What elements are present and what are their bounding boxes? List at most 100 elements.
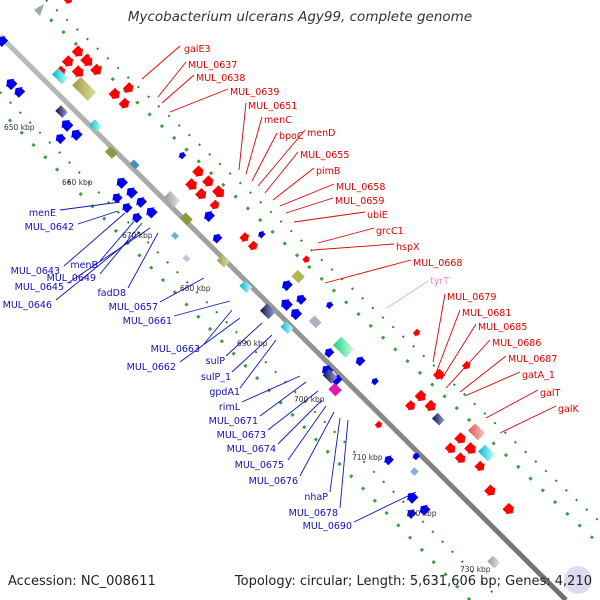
forward-cds[interactable] xyxy=(405,400,416,411)
gene-label[interactable]: MUL_0679 xyxy=(447,292,496,303)
forward-cds[interactable] xyxy=(414,389,426,402)
gene-label[interactable]: gpdA1 xyxy=(209,387,240,398)
forward-cds[interactable] xyxy=(454,452,466,463)
forward-cds[interactable] xyxy=(108,87,120,100)
reverse-cds[interactable] xyxy=(116,177,128,189)
gene-label[interactable]: hspX xyxy=(396,242,420,253)
gene-label[interactable]: MUL_0674 xyxy=(227,444,276,455)
gene-label[interactable]: ubiE xyxy=(367,210,388,221)
gene-label[interactable]: rimL xyxy=(219,402,241,413)
gene-label[interactable]: bpoC xyxy=(279,131,304,142)
gene-label[interactable]: MUL_0646 xyxy=(3,300,52,311)
gene-label[interactable]: MUL_0642 xyxy=(25,222,74,233)
forward-cds[interactable] xyxy=(122,82,134,93)
forward-cds[interactable] xyxy=(424,399,436,412)
gene-label[interactable]: MUL_0673 xyxy=(217,430,266,441)
reverse-cds[interactable] xyxy=(14,86,26,98)
reverse-cds[interactable] xyxy=(126,187,138,199)
reverse-cds[interactable] xyxy=(136,197,147,208)
gene-label[interactable]: MUL_0671 xyxy=(209,416,258,427)
gene-label[interactable]: menD xyxy=(307,128,335,139)
forward-cds[interactable] xyxy=(209,199,220,210)
gene-label[interactable]: galT xyxy=(540,388,560,399)
gene-label[interactable]: MUL_0675 xyxy=(235,460,284,471)
forward-cds[interactable] xyxy=(302,255,310,263)
reverse-cds[interactable] xyxy=(371,377,379,386)
reverse-cds[interactable] xyxy=(212,233,223,244)
forward-cds[interactable] xyxy=(474,460,485,472)
forward-cds[interactable] xyxy=(412,328,421,337)
reverse-cds[interactable] xyxy=(384,455,394,466)
gene-label[interactable]: MUL_0643 xyxy=(11,266,60,277)
gene-label[interactable]: MUL_0690 xyxy=(303,521,352,532)
forward-cds[interactable] xyxy=(195,188,207,200)
reverse-cds[interactable] xyxy=(412,452,421,461)
reverse-cds[interactable] xyxy=(407,492,419,504)
reverse-cds[interactable] xyxy=(61,120,74,132)
gene-label[interactable]: MUL_0668 xyxy=(413,258,462,269)
forward-cds[interactable] xyxy=(212,185,225,198)
gene-label[interactable]: MUL_0658 xyxy=(336,182,385,193)
reverse-cds[interactable] xyxy=(6,78,18,91)
gene-label[interactable]: tyrT xyxy=(430,276,449,287)
forward-cds[interactable] xyxy=(464,442,476,454)
reverse-cds[interactable] xyxy=(146,207,158,219)
forward-cds[interactable] xyxy=(202,175,214,187)
reverse-cds[interactable] xyxy=(204,211,215,222)
gene-label[interactable]: MUL_0639 xyxy=(230,87,279,98)
gene-label[interactable]: MUL_0687 xyxy=(508,354,557,365)
gene-label[interactable]: sulP xyxy=(206,356,226,367)
gene-label[interactable]: MUL_0663 xyxy=(151,344,200,355)
feature-labels[interactable]: galE3MUL_0637MUL_0638MUL_0639MUL_0651men… xyxy=(3,44,580,532)
reverse-cds[interactable] xyxy=(0,36,9,47)
gene-label[interactable]: MUL_0651 xyxy=(248,101,297,112)
forward-cds[interactable] xyxy=(71,45,84,57)
forward-cds[interactable] xyxy=(433,368,444,380)
reverse-cds[interactable] xyxy=(419,504,431,516)
reverse-cds[interactable] xyxy=(325,301,334,310)
gene-label[interactable]: MUL_0637 xyxy=(188,60,237,71)
gene-label[interactable]: MUL_0685 xyxy=(478,322,527,333)
reverse-cds[interactable] xyxy=(324,348,335,358)
gene-label[interactable]: fadD8 xyxy=(97,288,126,299)
reverse-cds[interactable] xyxy=(290,308,303,321)
gene-label[interactable]: galK xyxy=(558,404,579,415)
gene-label[interactable]: menC xyxy=(264,115,292,126)
reverse-cds[interactable] xyxy=(122,203,133,214)
gene-label[interactable]: galE3 xyxy=(184,44,211,55)
forward-cds[interactable] xyxy=(80,53,93,66)
forward-cds[interactable] xyxy=(484,484,496,496)
reverse-cds[interactable] xyxy=(71,129,83,141)
reverse-cds[interactable] xyxy=(296,294,307,305)
gene-label[interactable]: menE xyxy=(29,208,56,219)
forward-cds[interactable] xyxy=(192,165,204,177)
gene-label[interactable]: MUL_0657 xyxy=(109,302,158,313)
gene-label[interactable]: MUL_0681 xyxy=(462,308,511,319)
gene-label[interactable]: menB xyxy=(70,260,98,271)
gene-label[interactable]: sulP_1 xyxy=(201,372,231,383)
legend-icon[interactable] xyxy=(564,566,592,594)
forward-cds[interactable] xyxy=(61,55,74,67)
forward-cds[interactable] xyxy=(63,0,73,4)
gene-label[interactable]: MUL_0662 xyxy=(127,362,176,373)
forward-cds[interactable] xyxy=(247,240,258,251)
reverse-cds[interactable] xyxy=(406,509,417,519)
gene-label[interactable]: grcC1 xyxy=(376,226,404,237)
forward-cds[interactable] xyxy=(444,442,456,454)
forward-cds[interactable] xyxy=(71,65,84,77)
reverse-cds[interactable] xyxy=(55,133,66,145)
gene-label[interactable]: MUL_0645 xyxy=(15,282,64,293)
reverse-cds[interactable] xyxy=(112,193,123,204)
gene-label[interactable]: nhaP xyxy=(304,492,328,503)
gene-label[interactable]: MUL_0661 xyxy=(123,316,172,327)
gene-label[interactable]: MUL_0649 xyxy=(47,273,96,284)
reverse-cds[interactable] xyxy=(281,280,293,292)
forward-cds[interactable] xyxy=(454,432,466,444)
gene-label[interactable]: MUL_0678 xyxy=(289,508,338,519)
forward-cds[interactable] xyxy=(502,502,514,515)
forward-cds[interactable] xyxy=(239,232,250,242)
reverse-cds[interactable] xyxy=(257,230,266,239)
gene-label[interactable]: pimB xyxy=(316,166,340,177)
reverse-cds[interactable] xyxy=(355,356,366,367)
